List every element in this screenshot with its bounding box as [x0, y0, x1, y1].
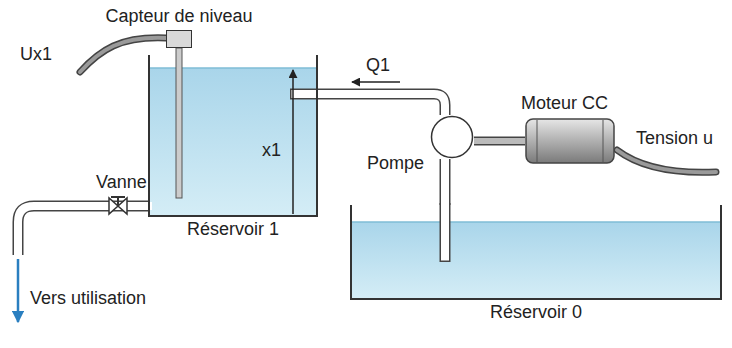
pump: Pompe — [430, 115, 474, 159]
signal-name: Tension u — [636, 128, 713, 149]
dimension-name: x1 — [262, 140, 281, 161]
node-label: Réservoir 1 — [187, 219, 279, 240]
signal-name: Ux1 — [20, 44, 52, 65]
flow-name: Q1 — [366, 55, 390, 76]
level-probe — [176, 48, 182, 198]
shaft — [474, 141, 525, 142]
motor-cable — [617, 150, 716, 172]
sensor-box: Capteur de niveau — [166, 30, 192, 48]
node-label: Moteur CC — [521, 93, 608, 114]
valve-symbol — [109, 197, 127, 214]
flow-arrow-out — [17, 259, 20, 322]
tank: Réservoir 0 — [350, 205, 722, 300]
motor: Moteur CC — [525, 118, 617, 164]
part-name: Vanne — [96, 172, 147, 193]
water-tank-0 — [352, 222, 720, 298]
pipe-outlet — [18, 206, 152, 257]
motor-symbol — [525, 118, 617, 164]
tank: Réservoir 1 — [148, 55, 318, 217]
node-label: Pompe — [367, 153, 424, 174]
node-label: Capteur de niveau — [105, 6, 252, 27]
node-label: Réservoir 0 — [490, 302, 582, 323]
level-arrow — [292, 70, 294, 214]
pipe — [445, 159, 446, 205]
flow-note: Vers utilisation — [30, 288, 146, 309]
pump-symbol — [430, 115, 474, 159]
pipe — [318, 94, 445, 115]
flow-arrow-q1 — [352, 81, 400, 83]
pipe-suction — [445, 200, 446, 262]
pipe-inlet — [290, 94, 320, 95]
